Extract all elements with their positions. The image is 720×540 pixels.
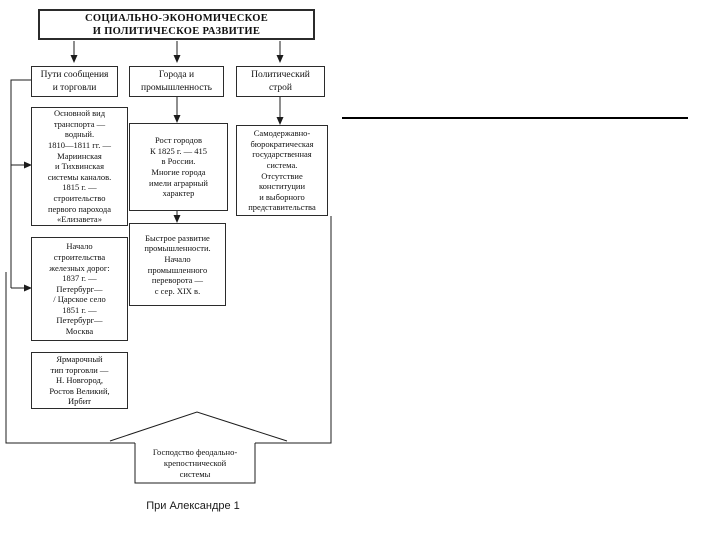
box-text: Самодержавно- бюрократическая государств… (248, 128, 316, 213)
column-header-label: Пути сообщения и торговли (40, 69, 109, 93)
arrow-down-icon (70, 41, 284, 63)
column-header-political: Политический строй (236, 66, 325, 97)
box-railways: Начало строительства железных дорог: 183… (31, 237, 128, 341)
left-bottom-connector (5, 272, 135, 444)
caption-text: При Александре 1 (146, 500, 240, 512)
box-transport: Основной вид транспорта — водный. 1810—1… (31, 107, 128, 226)
box-text: Быстрое развитие промышленности. Начало … (144, 232, 211, 296)
title-text: СОЦИАЛЬНО-ЭКОНОМИЧЕСКОЕ И ПОЛИТИЧЕСКОЕ Р… (84, 12, 269, 37)
left-rail-connector (10, 79, 32, 292)
box-autocratic-system: Самодержавно- бюрократическая государств… (236, 125, 328, 216)
box-fair-trade: Ярмарочный тип торговли — Н. Новгород, Р… (31, 352, 128, 409)
right-bottom-connector (255, 216, 332, 444)
box-text: Ярмарочный тип торговли — Н. Новгород, Р… (49, 354, 110, 407)
arrow-down-icon (173, 97, 284, 125)
arrow-down-icon (173, 211, 181, 223)
column-header-label: Города и промышленность (141, 69, 212, 93)
box-text: Начало строительства железных дорог: 183… (49, 241, 110, 337)
box-text: Основной вид транспорта — водный. 1810—1… (47, 108, 112, 225)
title-box: СОЦИАЛЬНО-ЭКОНОМИЧЕСКОЕ И ПОЛИТИЧЕСКОЕ Р… (38, 9, 315, 40)
column-header-routes: Пути сообщения и торговли (31, 66, 118, 97)
box-industry-development: Быстрое развитие промышленности. Начало … (129, 223, 226, 306)
caption-alexander: При Александре 1 (103, 500, 283, 512)
up-arrow-shape (109, 411, 288, 484)
column-header-label: Политический строй (251, 69, 310, 93)
box-city-growth: Рост городов К 1825 г. — 415 в России. М… (129, 123, 228, 211)
bottom-arrow-label: Господство феодально- крепостнической си… (136, 444, 254, 482)
bottom-arrow-text: Господство феодально- крепостнической си… (152, 446, 238, 479)
box-text: Рост городов К 1825 г. — 415 в России. М… (149, 135, 208, 199)
column-header-cities: Города и промышленность (129, 66, 224, 97)
